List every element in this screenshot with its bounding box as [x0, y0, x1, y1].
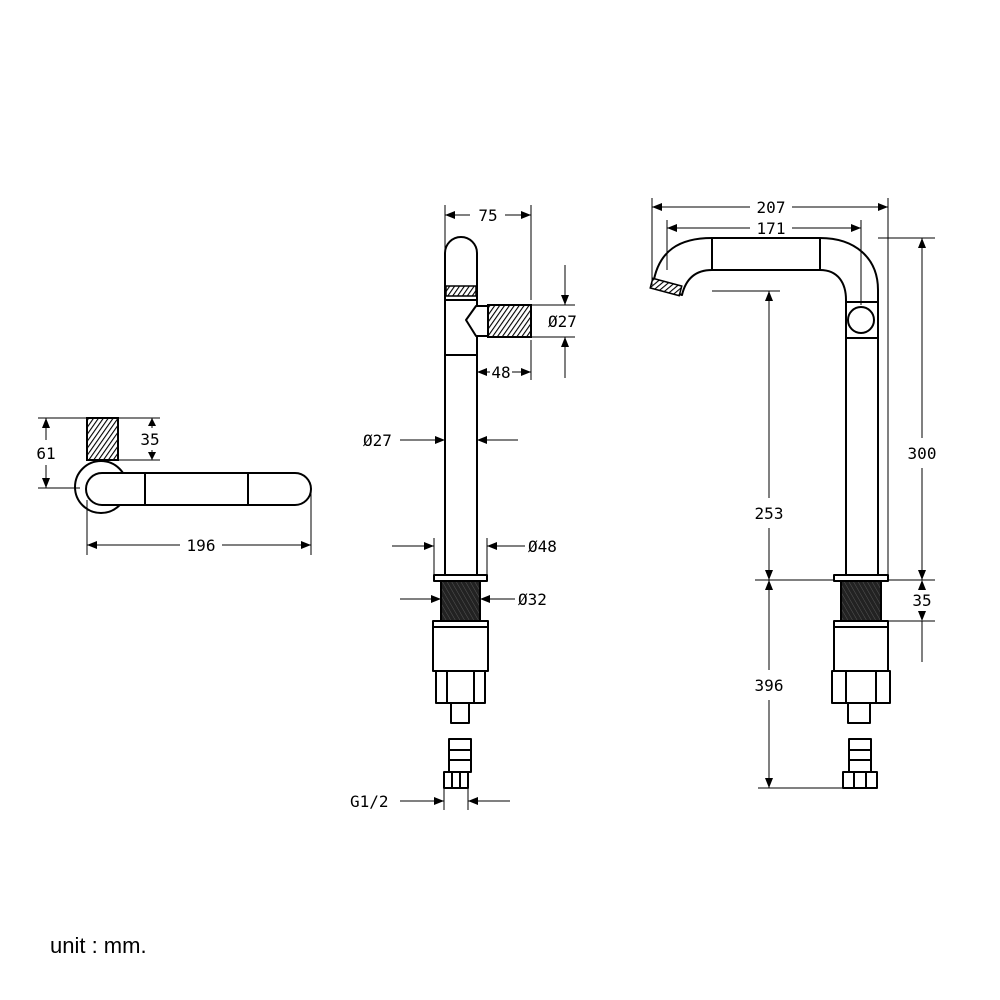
dim-front-hose-len: 396: [755, 676, 784, 695]
dim-side-connector: G1/2: [350, 792, 389, 811]
dim-side-handle-len: 48: [491, 363, 510, 382]
dim-front-thread-len: 35: [912, 591, 931, 610]
dim-side-base-dia: Ø48: [528, 537, 557, 556]
top-view-spout: [85, 472, 312, 506]
dim-top-height: 61: [36, 444, 55, 463]
dim-side-body-dia: Ø27: [363, 431, 392, 450]
dim-front-overall-width: 207: [757, 198, 786, 217]
front-thread: [840, 580, 882, 622]
dim-front-total-height: 300: [908, 444, 937, 463]
side-view: 75 Ø27 48 Ø27 Ø48 Ø3: [350, 205, 577, 811]
unit-label: unit : mm.: [50, 933, 147, 958]
top-view: 196 61 35: [36, 417, 312, 555]
dim-side-handle-dia: Ø27: [548, 312, 577, 331]
top-view-handle: [86, 417, 119, 461]
front-handle: [847, 306, 875, 334]
side-thread: [440, 580, 481, 622]
dim-front-spout-height: 253: [755, 504, 784, 523]
dim-top-handle: 35: [140, 430, 159, 449]
side-handle: [487, 304, 532, 338]
dim-side-width: 75: [478, 206, 497, 225]
side-spout-head: [444, 236, 478, 301]
front-view: 207 171 300 253 35: [649, 198, 937, 789]
front-spout: [652, 237, 879, 576]
dim-front-spout-reach: 171: [757, 219, 786, 238]
dim-top-length: 196: [187, 536, 216, 555]
dim-side-thread-dia: Ø32: [518, 590, 547, 609]
